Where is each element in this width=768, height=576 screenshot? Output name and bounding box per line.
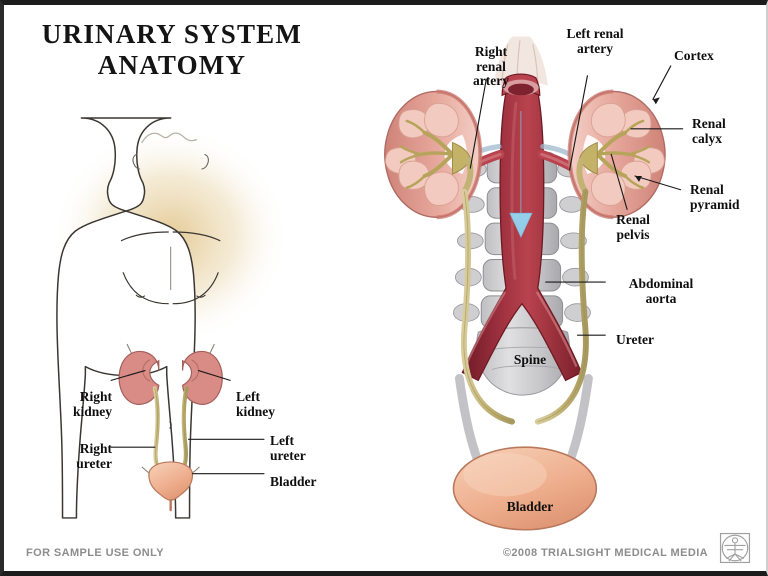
right-kidney-section: [384, 89, 483, 220]
illustration-stage: URINARY SYSTEM ANATOMY Right kidney Left…: [4, 5, 766, 571]
leader-renal-pyramid: [634, 175, 682, 191]
body-figure-group: [51, 117, 290, 519]
leader-renal-pelvis: [610, 153, 628, 210]
anatomy-artwork: [51, 36, 666, 531]
leader-right-renal-artery: [469, 79, 487, 169]
leader-cortex: [652, 65, 672, 100]
abdominal-aorta-group: [461, 73, 583, 382]
leader-left-renal-artery: [568, 75, 588, 171]
figure-left-kidney: [181, 350, 223, 405]
leader-left-kidney: [197, 369, 231, 381]
left-kidney-section: [567, 89, 666, 220]
blood-flow-arrow: [509, 111, 533, 238]
detail-bladder: [452, 446, 598, 531]
leader-right-kidney: [110, 369, 146, 381]
detail-diagram-group: [384, 36, 666, 531]
vitruvian-man-logo: [719, 532, 751, 564]
figure-bladder: [148, 461, 194, 512]
sample-use-notice: FOR SAMPLE USE ONLY: [26, 547, 164, 559]
leader-lines: [110, 65, 684, 475]
copyright-notice: ©2008 TRIALSIGHT MEDICAL MEDIA: [502, 547, 708, 559]
